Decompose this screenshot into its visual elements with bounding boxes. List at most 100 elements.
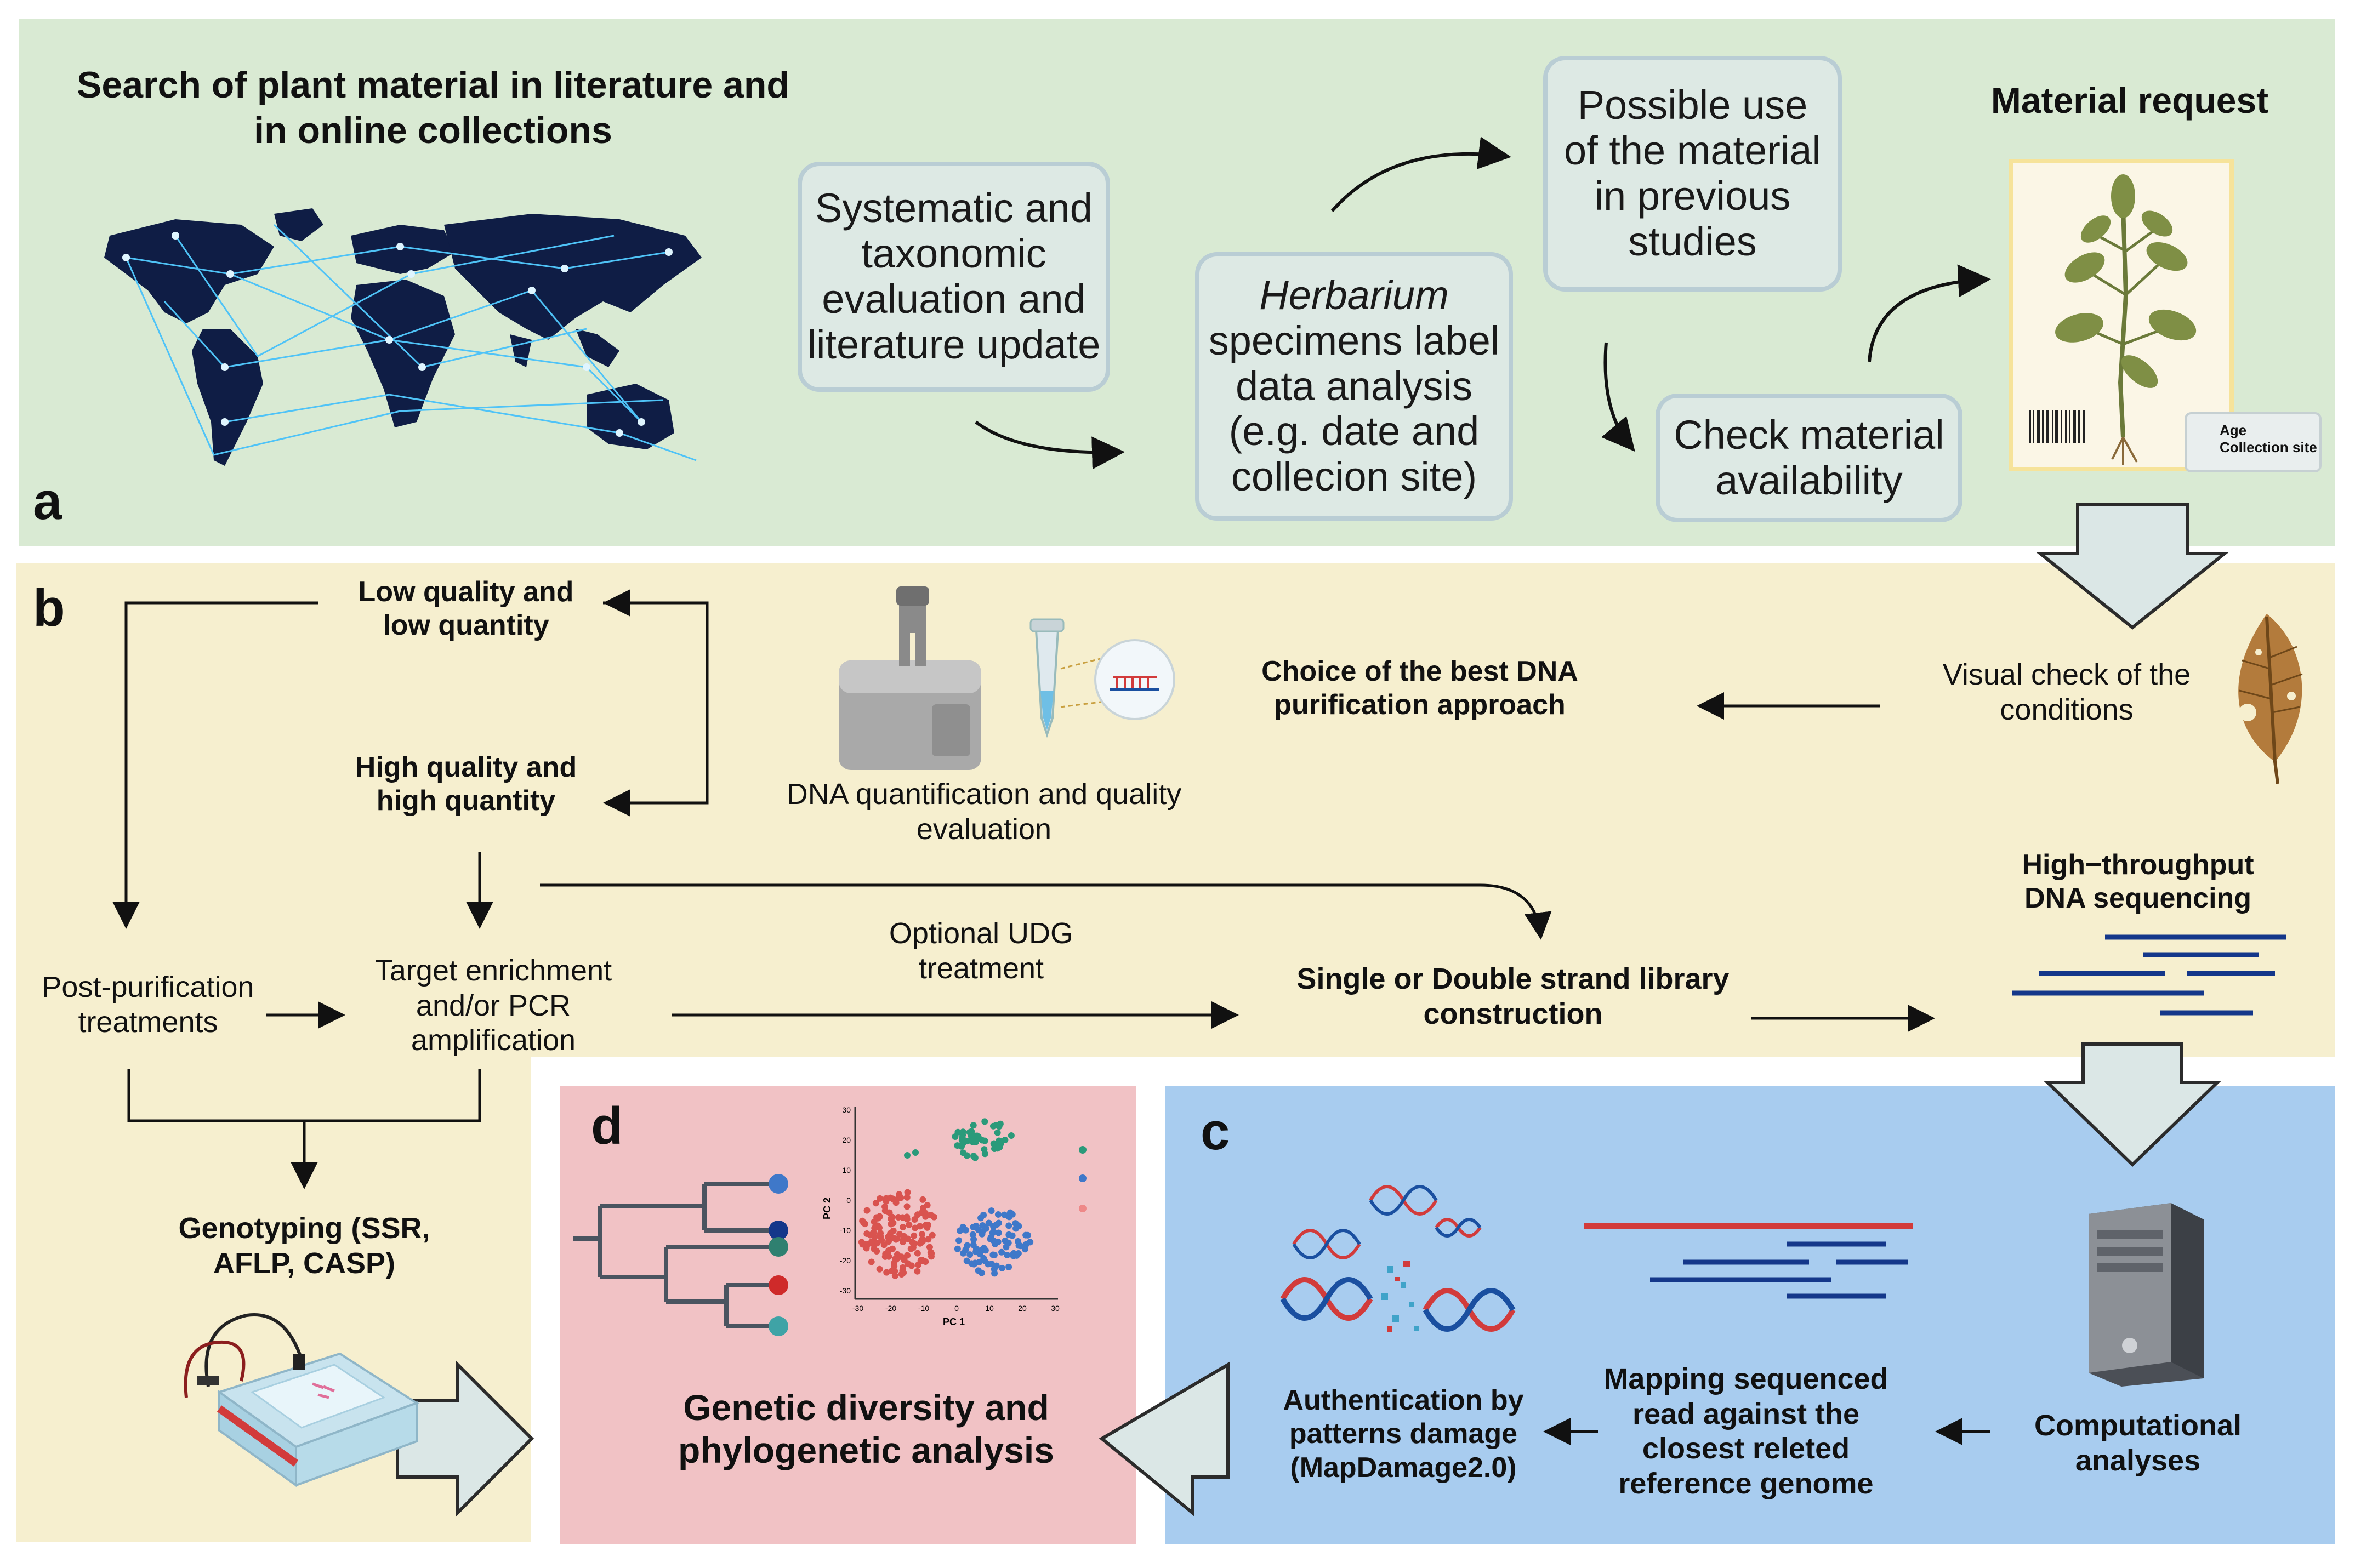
pca-xlabel: PC 1 [943, 1316, 965, 1326]
pca-point [890, 1235, 897, 1242]
sequencing-reads-icon [2012, 934, 2286, 1016]
pca-point [911, 1240, 918, 1247]
pca-point [971, 1132, 978, 1139]
authentication-label: Authentication by patterns damage (MapDa… [1255, 1384, 1551, 1485]
pca-point [957, 1227, 964, 1234]
barcode-icon [2029, 410, 2085, 443]
pca-point [889, 1213, 896, 1221]
pca-point [911, 1232, 918, 1239]
pca-point [970, 1153, 977, 1160]
pca-point [981, 1150, 988, 1158]
pca-xtick: -30 [852, 1304, 863, 1313]
pca-point [863, 1207, 871, 1214]
pca-xtick: 0 [954, 1304, 959, 1313]
pca-point [1027, 1239, 1034, 1246]
pca-point [903, 1203, 911, 1210]
pca-point [881, 1207, 889, 1215]
pca-point [896, 1191, 903, 1198]
pca-point [876, 1213, 883, 1221]
library-line1: Single or Double strand library [1296, 962, 1730, 995]
pca-point [884, 1252, 891, 1259]
mapping-line2: read against the [1632, 1397, 1860, 1430]
pca-point [976, 1251, 983, 1258]
pca-point [1009, 1211, 1016, 1218]
material-request-title: Material request [1990, 80, 2269, 121]
tag-item-age: Age [2220, 422, 2247, 438]
pca-point [975, 1267, 982, 1274]
pca-point [979, 1229, 986, 1236]
computational-line1: Computational [2034, 1409, 2242, 1442]
visual-check-line2: conditions [2000, 693, 2134, 726]
pca-point [896, 1231, 903, 1238]
check-line2: availability [1715, 457, 1903, 503]
pca-point [924, 1202, 931, 1209]
possible-use-box: Possible use of the material in previous… [1543, 56, 1842, 292]
pca-point [899, 1264, 906, 1271]
high-quality-line2: high quantity [376, 785, 556, 817]
post-purification-line1: Post-purification [42, 971, 254, 1003]
choice-line2: purification approach [1274, 689, 1566, 721]
tag-item-collection-site: Collection site [2220, 439, 2317, 455]
pca-point [925, 1222, 932, 1229]
herbarium-line2: data analysis [1236, 363, 1472, 409]
pca-point [996, 1144, 1003, 1151]
panel-letter-d: d [591, 1097, 623, 1155]
genotyping-line1: Genotyping (SSR, [178, 1212, 430, 1245]
pca-ytick: 0 [846, 1196, 851, 1205]
gel-box-icon [184, 1313, 419, 1487]
pca-ytick: -10 [840, 1226, 851, 1235]
pca-point [988, 1207, 995, 1215]
pca-point [900, 1224, 907, 1231]
possible-line3: in previous [1594, 173, 1791, 219]
pca-point [877, 1231, 884, 1239]
pca-point [906, 1221, 913, 1228]
pca-point [1012, 1225, 1020, 1232]
pca-point [995, 1219, 1002, 1227]
pca-point [982, 1247, 989, 1254]
computational-analyses-label: Computational analyses [1995, 1409, 2280, 1478]
pca-point [996, 1123, 1003, 1130]
pca-point [1004, 1251, 1011, 1258]
genotyping-label: Genotyping (SSR, AFLP, CASP) [153, 1211, 455, 1281]
pca-point [955, 1237, 963, 1244]
herbarium-line1: specimens label [1208, 317, 1500, 363]
pca-xtick: -20 [885, 1304, 896, 1313]
choice-line1: Choice of the best DNA [1261, 655, 1578, 687]
pca-point [1002, 1237, 1009, 1244]
pca-point [903, 1194, 911, 1201]
pca-xtick: 30 [1051, 1304, 1060, 1313]
possible-line2: of the material [1564, 128, 1821, 174]
pca-point [989, 1251, 997, 1258]
pca-point [985, 1219, 992, 1227]
pca-point [926, 1244, 933, 1251]
pca-point [1024, 1231, 1031, 1239]
pca-ytick: -20 [840, 1256, 851, 1265]
panel-letter-c: c [1201, 1102, 1230, 1161]
pca-point [858, 1239, 865, 1246]
pca-point [859, 1217, 866, 1224]
pca-point [922, 1213, 929, 1220]
pca-point [912, 1149, 919, 1156]
genetic-diversity-line2: phylogenetic analysis [678, 1429, 1054, 1470]
pca-point [970, 1122, 977, 1129]
systematic-line3: evaluation and [822, 276, 1086, 322]
pca-point [880, 1241, 888, 1248]
dna-quantification-label: DNA quantification and quality evaluatio… [762, 777, 1206, 847]
pca-point [870, 1229, 877, 1236]
pca-point [952, 1133, 959, 1141]
possible-line1: Possible use [1577, 82, 1808, 128]
pca-point [994, 1129, 1001, 1136]
target-enrichment-line3: amplification [411, 1024, 576, 1057]
pca-point [998, 1264, 1005, 1271]
tube-icon [1029, 618, 1175, 738]
pca-point [917, 1257, 924, 1264]
systematic-line1: Systematic and [815, 185, 1093, 231]
pca-point [990, 1223, 997, 1230]
authentication-line1: Authentication by [1283, 1384, 1524, 1416]
dna-quant-line2: evaluation [916, 812, 1052, 846]
pca-point [876, 1265, 883, 1273]
pca-point [976, 1258, 983, 1265]
computational-line2: analyses [2075, 1444, 2201, 1477]
pca-point [904, 1235, 911, 1242]
